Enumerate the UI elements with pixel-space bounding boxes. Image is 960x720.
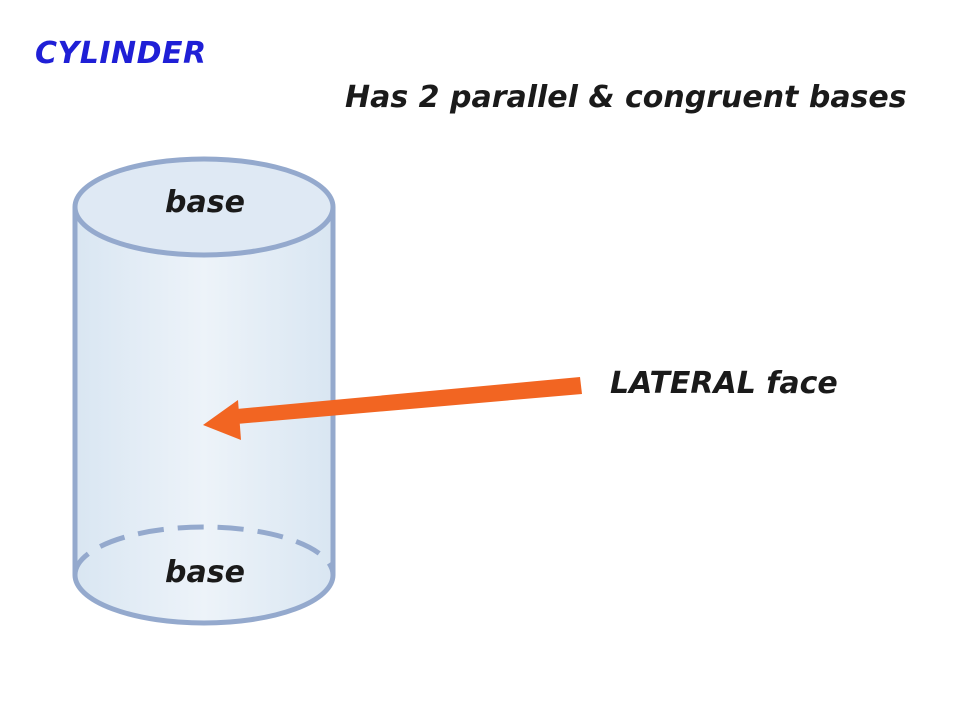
lateral-face bbox=[72, 207, 336, 626]
page-title: CYLINDER bbox=[35, 36, 207, 71]
bottom-base-label: base bbox=[165, 555, 245, 590]
top-base-label: base bbox=[165, 185, 245, 220]
lateral-face-label: LATERAL face bbox=[610, 366, 838, 401]
bottom-base-hidden-edge bbox=[72, 524, 336, 576]
property-text: Has 2 parallel & congruent bases bbox=[345, 80, 907, 115]
top-base bbox=[72, 156, 336, 258]
lateral-arrow bbox=[203, 377, 582, 440]
